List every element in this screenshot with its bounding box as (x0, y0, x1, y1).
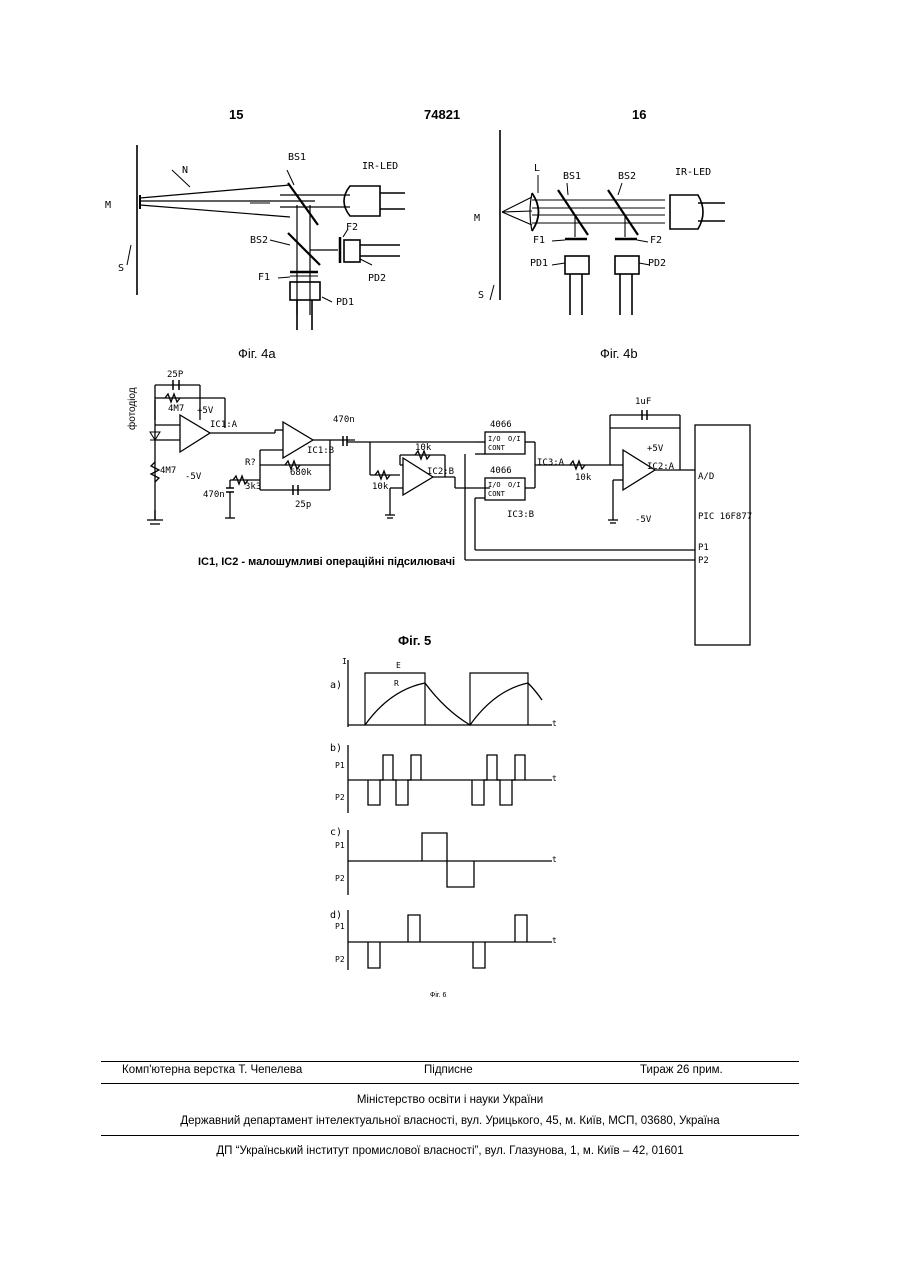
panel-a-curve-r: R (394, 679, 399, 688)
pin-io-a: I/O (488, 435, 501, 443)
panel-a-tlabel: t (552, 719, 557, 728)
footer-rule-top (101, 1061, 799, 1062)
plus5v-label-2: +5V (647, 444, 663, 454)
panel-d-p2: P2 (335, 955, 345, 964)
pin-cont-a: CONT (488, 444, 505, 452)
panel-d-p1: P1 (335, 922, 345, 931)
fig4b-label-l: L (534, 163, 540, 174)
panel-a-curve-e: E (396, 661, 401, 670)
panel-d-label: d) (330, 910, 342, 921)
cap-25p-label: 25P (167, 370, 183, 380)
fig4b-label-f2: F2 (650, 235, 662, 246)
panel-d-tlabel: t (552, 936, 557, 945)
r-unknown-label: R? (245, 458, 256, 468)
ic3a-label: IC3:A (537, 458, 564, 468)
ic1b-label: IC1:B (307, 446, 334, 456)
fig4b-label-m: M (474, 213, 480, 224)
res-4m7-top-label: 4M7 (168, 404, 184, 414)
fig-5-caption: Фіг. 5 (398, 633, 431, 648)
res-10k-a-label: 10k (415, 443, 431, 453)
fig4a-label-irled: IR-LED (362, 161, 398, 172)
minus5v-label-2: -5V (635, 515, 651, 525)
cap-470n-left-label: 470n (203, 490, 225, 500)
minus5v-label-1: -5V (185, 472, 201, 482)
fig-5-labels: a) I t E R b) P1 P2 t c) P1 P2 t d) P1 P… (330, 655, 560, 975)
fig4b-label-bs1: BS1 (563, 171, 581, 182)
fig4b-label-bs2: BS2 (618, 171, 636, 182)
pin-cont-b: CONT (488, 490, 505, 498)
panel-a-label: a) (330, 680, 342, 691)
footer-print-run: Тираж 26 прим. (640, 1064, 723, 1076)
p1-label: P1 (698, 543, 709, 553)
panel-c-tlabel: t (552, 855, 557, 864)
panel-b-p1: P1 (335, 761, 345, 770)
footer-layout: Комп'ютерна верстка Т. Чепелева (122, 1064, 302, 1076)
panel-c-p2: P2 (335, 874, 345, 883)
panel-b-p2: P2 (335, 793, 345, 802)
fig4a-label-bs2: BS2 (250, 235, 268, 246)
cap-470n-label: 470n (333, 415, 355, 425)
fig4a-label-bs1: BS1 (288, 152, 306, 163)
fig4b-label-pd1: PD1 (530, 258, 548, 269)
fig4a-label-f1: F1 (258, 272, 270, 283)
fig4b-label-irled: IR-LED (675, 167, 711, 178)
res-3k3-label: 3k3 (245, 482, 261, 492)
patent-number: 74821 (424, 107, 460, 122)
cap-25p-b-label: 25p (295, 500, 311, 510)
fig-4a-caption: Фіг. 4a (238, 346, 276, 361)
left-page-number: 15 (229, 107, 243, 122)
panel-c-label: c) (330, 827, 342, 838)
circuit-note: IC1, IC2 - малошумливі операційні підсил… (198, 556, 455, 568)
panel-c-p1: P1 (335, 841, 345, 850)
pin-oi-a: O/I (508, 435, 521, 443)
fig-4b-labels: L M S BS1 BS2 IR-LED F1 F2 PD1 PD2 (470, 125, 730, 325)
footer-signed: Підписне (424, 1064, 473, 1076)
footer-rule-bottom (101, 1135, 799, 1136)
panel-b-tlabel: t (552, 774, 557, 783)
ic2b-label: IC2:B (427, 467, 454, 477)
fig4a-label-n: N (182, 165, 188, 176)
ic2a-label: IC2:A (647, 462, 674, 472)
photodiode-label: фотодіод (127, 387, 138, 430)
cd4066-a-label: 4066 (490, 420, 512, 430)
footer-rule-middle (101, 1083, 799, 1084)
fig4a-label-m: M (105, 200, 111, 211)
fig-6-caption: Фіг. 6 (430, 992, 446, 999)
ad-label: A/D (698, 472, 714, 482)
circuit-labels: фотодіод 25P 4M7 4M7 +5V -5V IC1:A IC1:B… (135, 370, 785, 655)
res-10k-c-label: 10k (575, 473, 591, 483)
footer-institute: ДП “Український інститут промислової вла… (101, 1145, 799, 1157)
fig4a-label-pd2: PD2 (368, 273, 386, 284)
fig-4b-caption: Фіг. 4b (600, 346, 638, 361)
fig4a-label-pd1: PD1 (336, 297, 354, 308)
ic1a-label: IC1:A (210, 420, 237, 430)
ic3b-label: IC3:B (507, 510, 534, 520)
right-page-number: 16 (632, 107, 646, 122)
fig-4a-labels: N M S BS1 IR-LED BS2 F2 PD2 F1 PD1 (100, 125, 440, 340)
res-680k-label: 680k (290, 468, 312, 478)
panel-a-ylabel: I (342, 657, 347, 666)
cd4066-b-label: 4066 (490, 466, 512, 476)
footer-department: Державний департамент інтелектуальної вл… (101, 1115, 799, 1127)
plus5v-label-1: +5V (197, 406, 213, 416)
cap-1uf-label: 1uF (635, 397, 651, 407)
p2-label: P2 (698, 556, 709, 566)
res-10k-b-label: 10k (372, 482, 388, 492)
res-4m7-bottom-label: 4M7 (160, 466, 176, 476)
fig4a-label-f2: F2 (346, 222, 358, 233)
fig4a-label-s: S (118, 263, 124, 274)
fig4b-label-pd2: PD2 (648, 258, 666, 269)
fig4b-label-s: S (478, 290, 484, 301)
pic-label: PIC 16F877 (698, 512, 752, 522)
fig4b-label-f1: F1 (533, 235, 545, 246)
pin-io-b: I/O (488, 481, 501, 489)
footer-ministry: Міністерство освіти і науки України (101, 1094, 799, 1106)
panel-b-label: b) (330, 743, 342, 754)
pin-oi-b: O/I (508, 481, 521, 489)
